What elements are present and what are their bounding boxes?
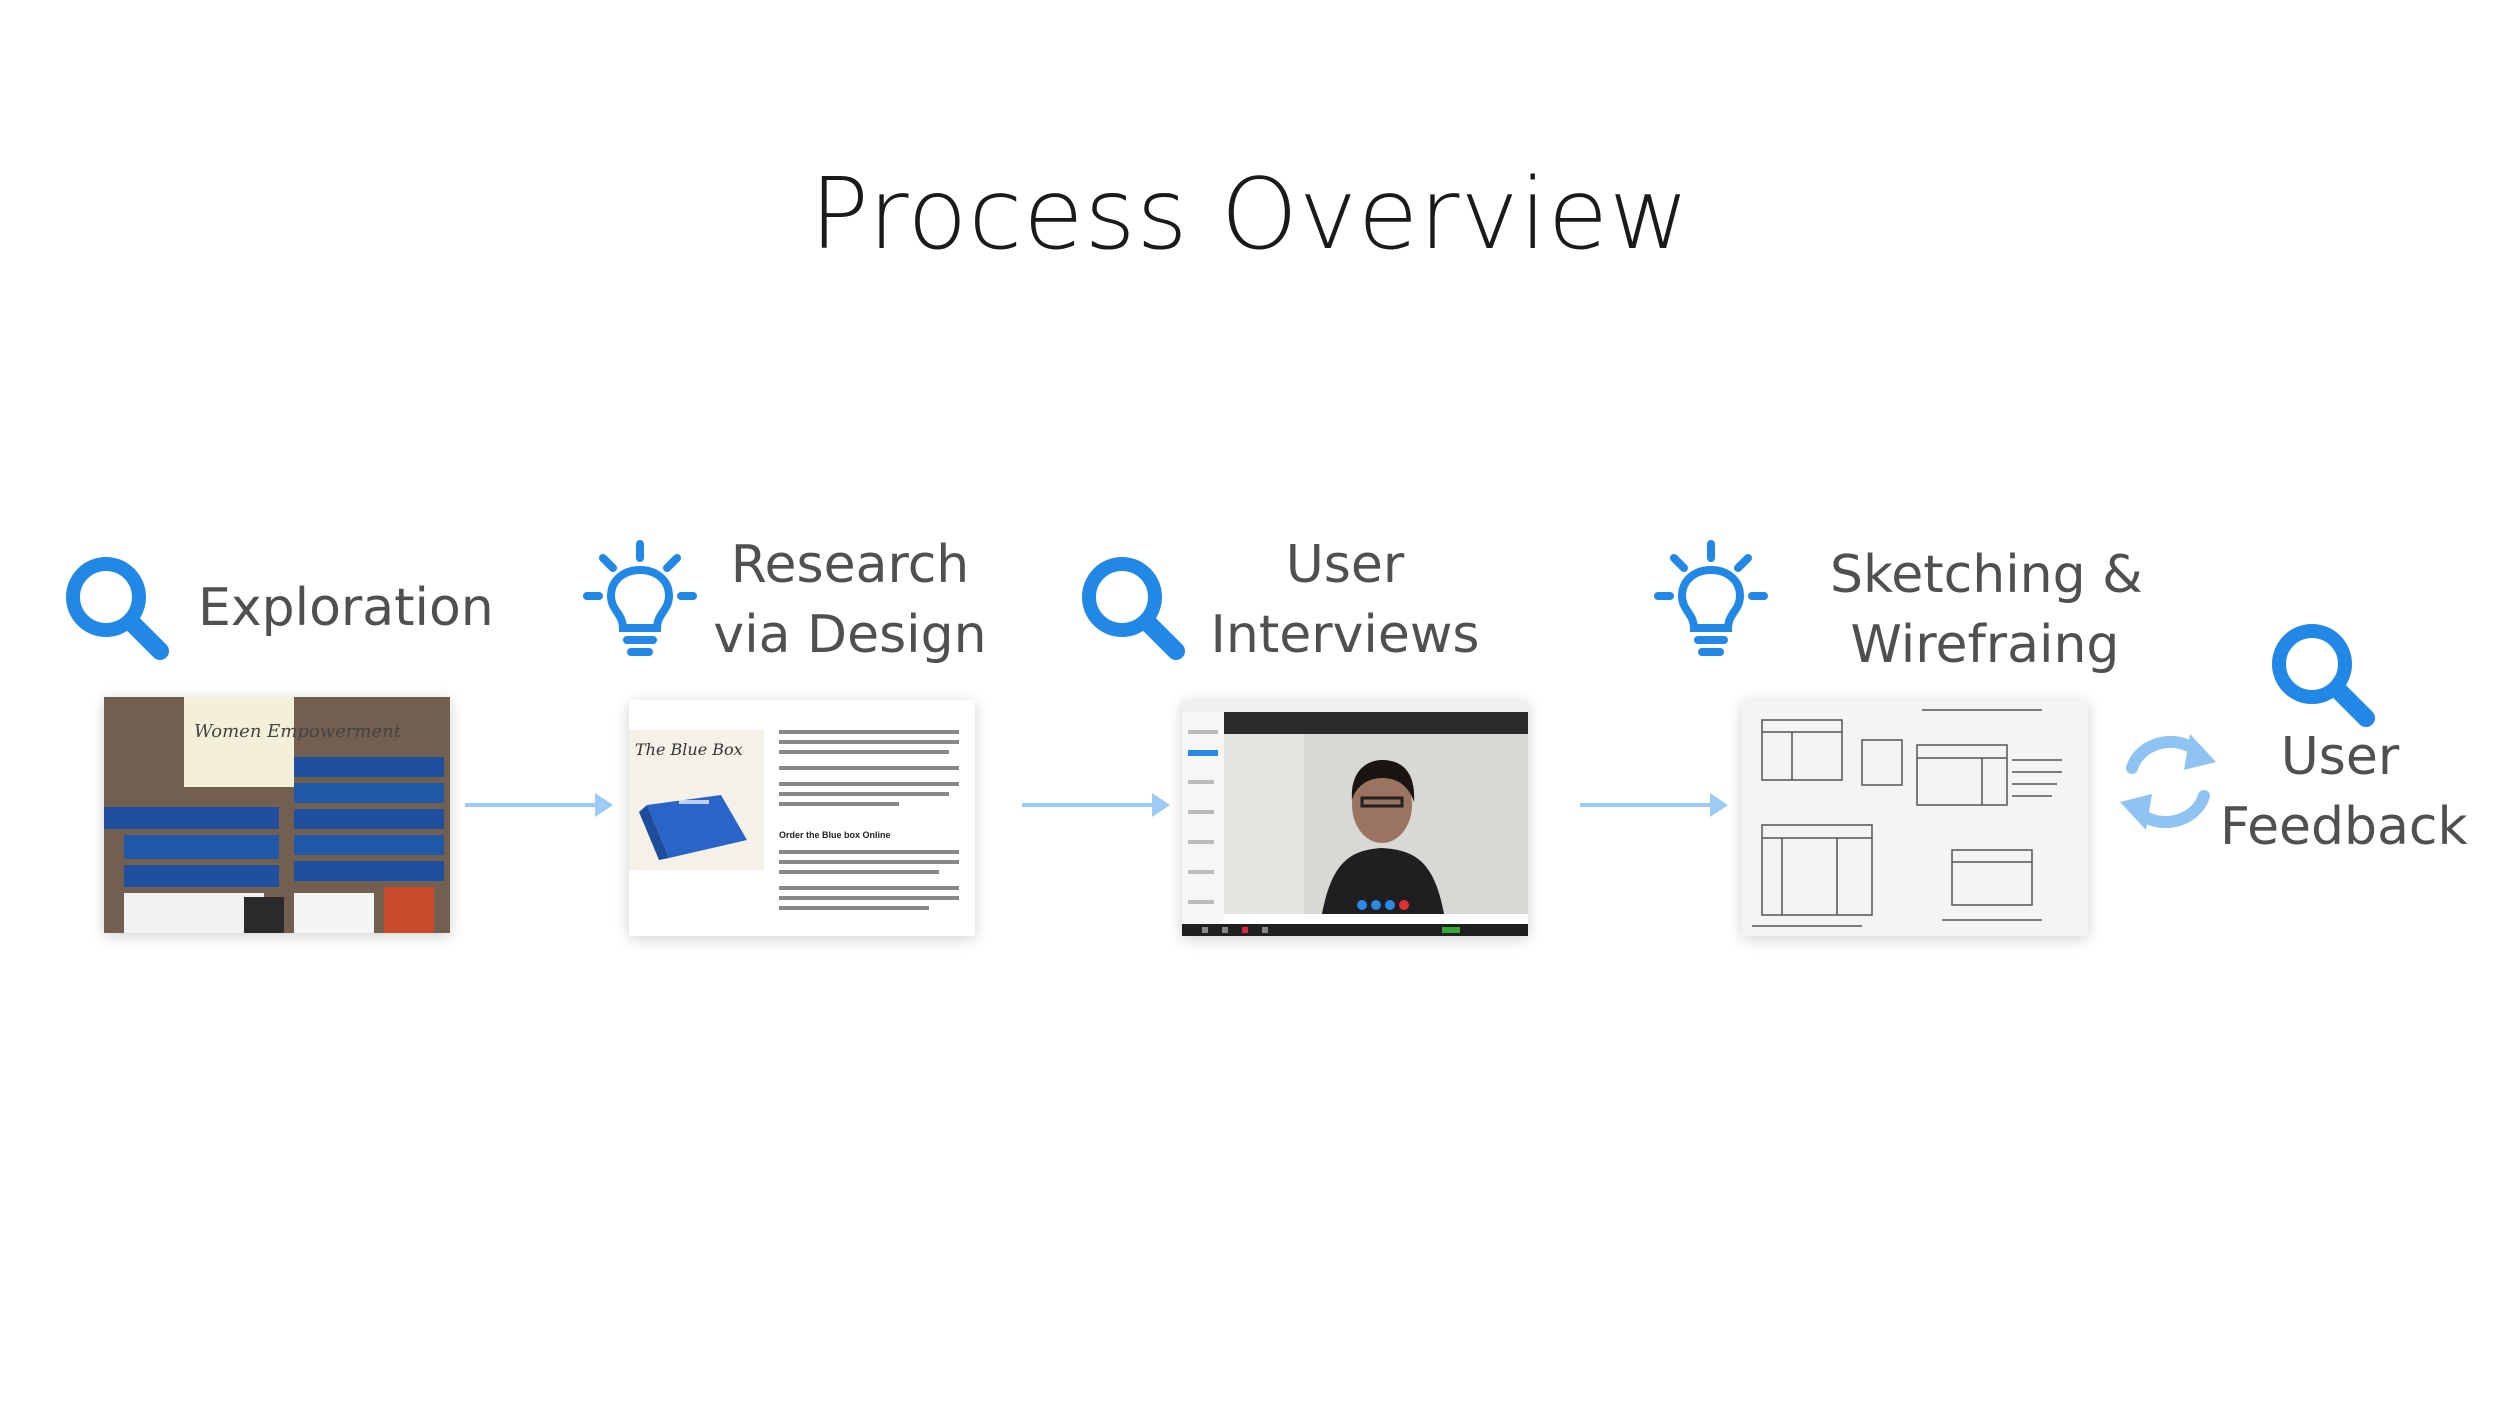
video-call-screenshot <box>1182 700 1528 936</box>
flow-arrow <box>1022 793 1170 817</box>
research-document: The Blue Box Order the Blue box Online <box>629 700 975 936</box>
sticky-note-text: Women Empowerment <box>194 721 402 742</box>
step-label-research: Research via Design <box>700 530 1000 670</box>
step-label-line1: User <box>2280 727 2400 787</box>
step-label-feedback: User Feedback <box>2220 722 2468 862</box>
flow-arrow <box>465 793 613 817</box>
step-label-exploration: Exploration <box>198 573 494 643</box>
search-icon <box>2272 624 2375 727</box>
step-label-line1: Sketching & <box>1830 545 2143 605</box>
step-label-line1: User <box>1285 535 1405 595</box>
step-label-interviews: User Interviews <box>1200 530 1490 670</box>
step-label-line1: Research <box>730 535 970 595</box>
lightbulb-icon <box>1654 540 1768 656</box>
flow-arrow <box>1580 793 1728 817</box>
doc-heading: Order the Blue box Online <box>779 830 891 840</box>
step-label-line2: Wirefraing <box>1850 615 2120 675</box>
refresh-icon <box>2120 734 2216 830</box>
step-label-line2: Interviews <box>1210 605 1480 665</box>
search-icon <box>66 557 169 660</box>
step-label-sketching: Sketching & Wirefraing <box>1830 540 2143 680</box>
sketch-title: The Blue Box <box>635 740 743 759</box>
search-icon <box>1082 557 1185 660</box>
lightbulb-icon <box>583 540 697 656</box>
step-label-line2: via Design <box>713 605 987 665</box>
step-label-line2: Feedback <box>2220 797 2468 857</box>
step-label-line1: Exploration <box>198 578 494 638</box>
exploration-photo: Women Empowerment <box>104 697 450 933</box>
wireframe-sketch <box>1742 700 2088 936</box>
page-title: Process Overview <box>809 158 1691 272</box>
